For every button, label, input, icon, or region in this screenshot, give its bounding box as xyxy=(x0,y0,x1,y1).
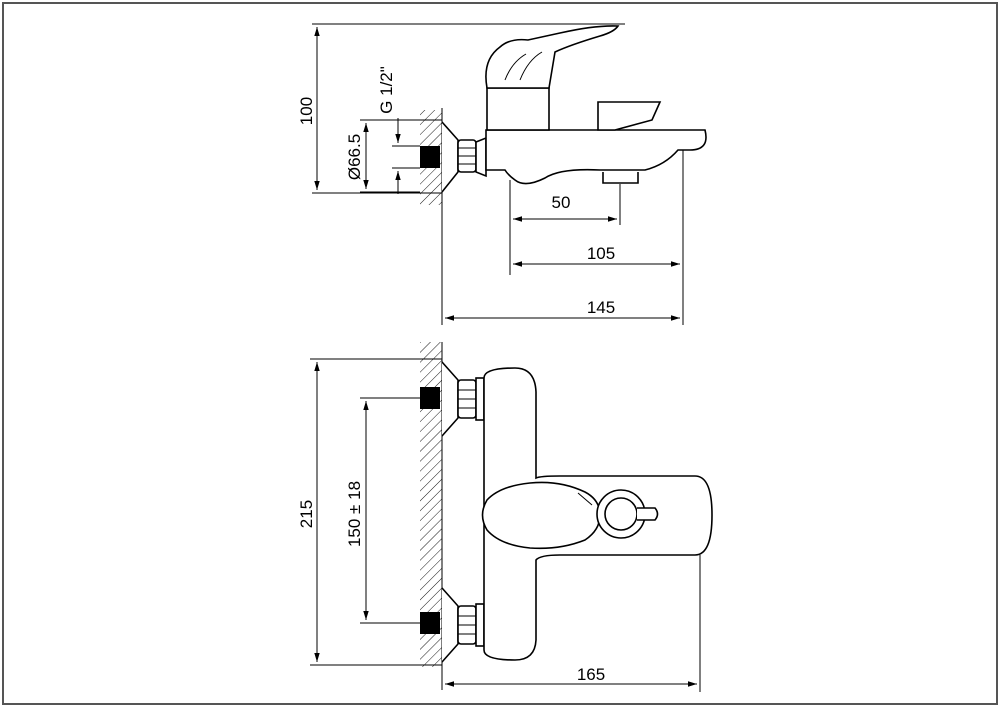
escutcheon-side xyxy=(441,121,459,193)
inlet-pipe-top-upper xyxy=(420,387,440,409)
diverter-knob-top-inner xyxy=(604,497,638,531)
dim-spout-reach-label: 105 xyxy=(587,244,615,263)
dim-outlet-offset-label: 50 xyxy=(552,193,571,212)
lever-top xyxy=(481,481,601,550)
dim-total-width-label: 215 xyxy=(297,500,316,528)
side-view: 100 Ø66.5 G 1/2" 50 105 145 xyxy=(297,23,707,325)
top-view: 215 150 ± 18 165 xyxy=(297,342,713,692)
mixer-body-side xyxy=(485,129,707,185)
dim-center-distance-label: 150 ± 18 xyxy=(345,481,364,547)
cartridge-housing-side xyxy=(486,87,550,131)
inlet-pipe-top-lower xyxy=(420,612,440,634)
dim-total-depth-side-label: 145 xyxy=(587,298,615,317)
dim-total-depth-top-label: 165 xyxy=(577,665,605,684)
inlet-pipe-side xyxy=(420,146,440,168)
dim-thread-label: G 1/2" xyxy=(377,66,396,114)
dim-diameter-label: Ø66.5 xyxy=(345,134,364,180)
wall-hatch-top xyxy=(420,342,442,667)
diverter-knob-top-tab xyxy=(637,507,659,521)
escutcheon-top-upper xyxy=(441,361,459,437)
escutcheon-top-lower xyxy=(441,587,459,663)
lever-handle-side xyxy=(485,25,620,89)
connector-side xyxy=(475,136,487,178)
aerator-side xyxy=(602,172,639,184)
diverter-knob-side xyxy=(597,101,662,131)
dim-height-label: 100 xyxy=(297,97,316,125)
